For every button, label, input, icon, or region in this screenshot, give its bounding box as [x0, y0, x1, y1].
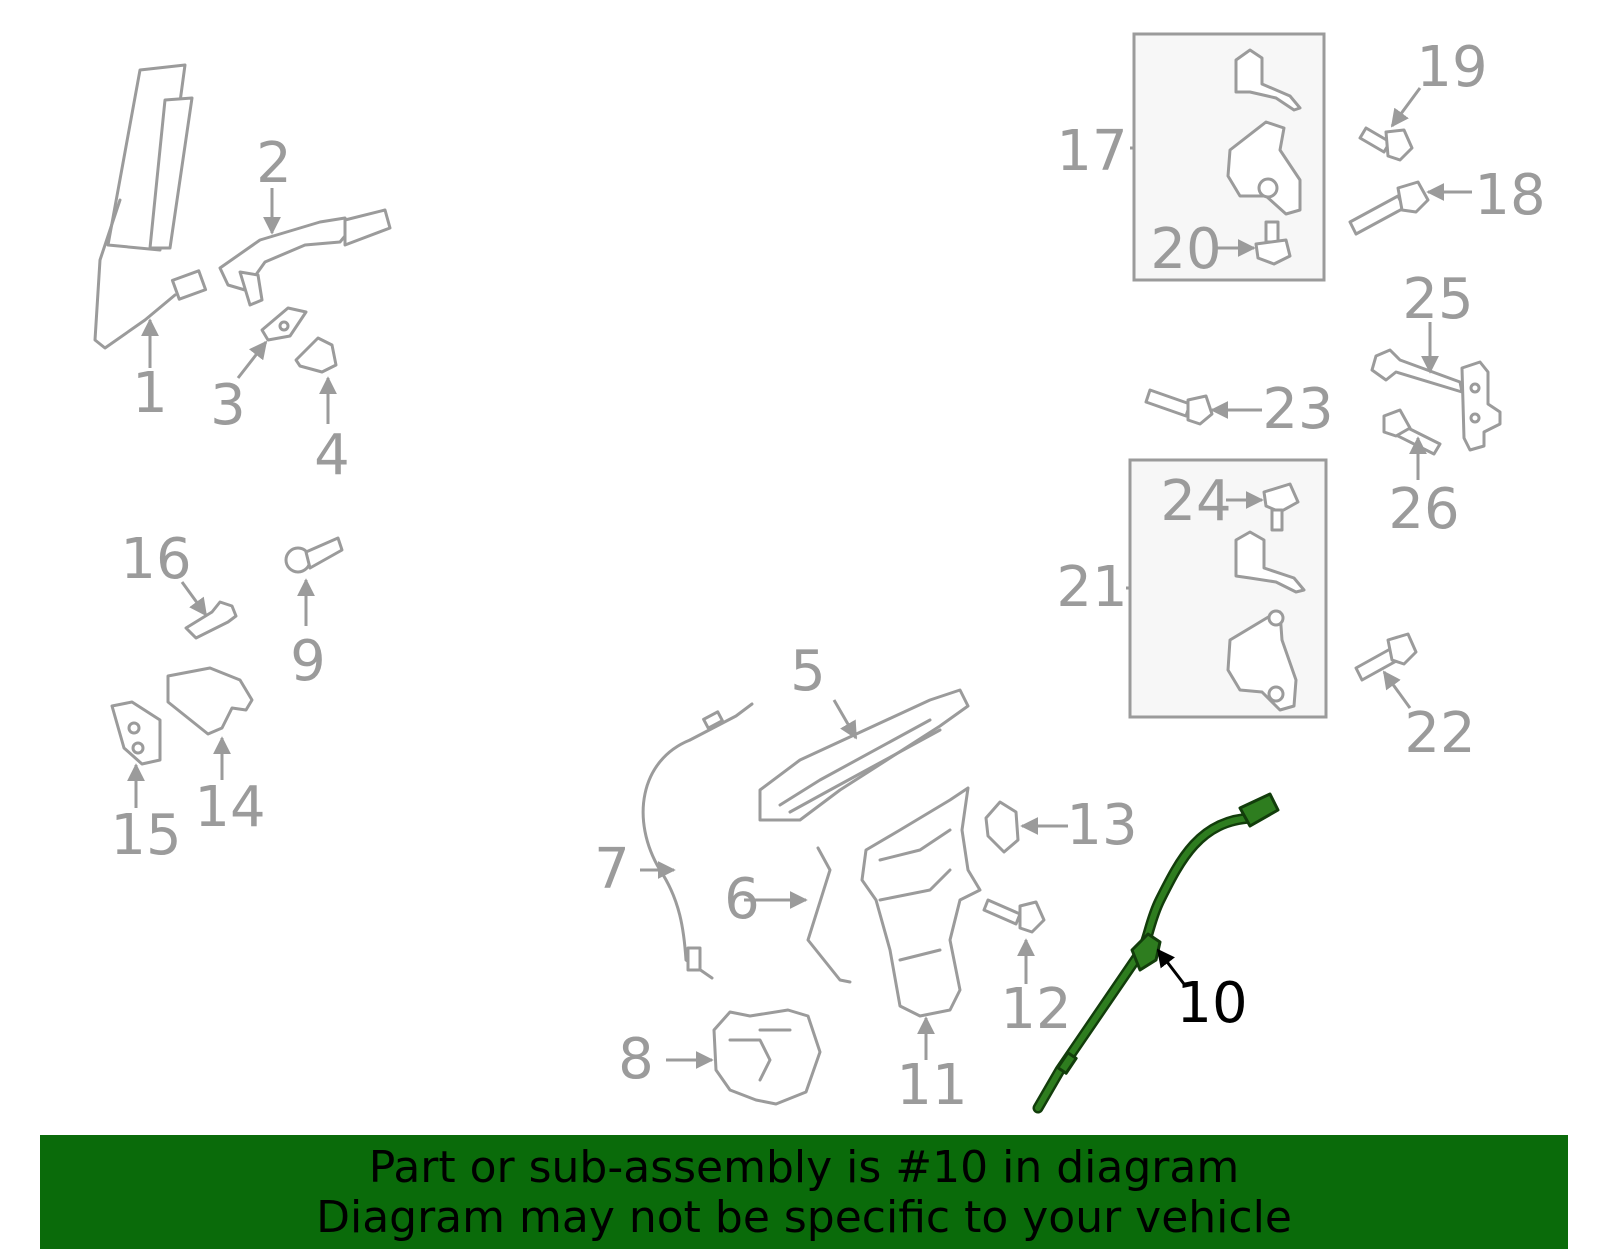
callout-15: 15	[110, 803, 181, 868]
part-15-gasket	[110, 700, 162, 766]
callout-12: 12	[1000, 977, 1071, 1042]
part-17-upper-hinge	[1226, 48, 1302, 216]
leaders	[127, 87, 1472, 1069]
part-24-bolt	[1262, 482, 1300, 532]
part-12-bolt	[982, 898, 1046, 934]
part-20-bolt	[1254, 220, 1292, 266]
part-11-latch-housing	[860, 786, 982, 1018]
callout-4: 4	[314, 423, 350, 488]
part-10-cable-highlighted	[1032, 792, 1280, 1114]
part-26-bolt	[1382, 408, 1442, 456]
callout-23: 23	[1262, 377, 1333, 442]
callout-25: 25	[1402, 267, 1473, 332]
part-3-handle-cap	[260, 306, 308, 342]
part-25-check-strap	[1370, 348, 1502, 452]
part-2-outside-handle	[218, 208, 392, 307]
part-6-rod	[806, 846, 852, 984]
callout-13: 13	[1066, 793, 1137, 858]
part-16-pin	[184, 600, 238, 640]
part-7-cable	[641, 702, 754, 980]
callout-16: 16	[120, 527, 191, 592]
callout-1: 1	[132, 361, 168, 426]
part-8-latch	[712, 1008, 822, 1106]
part-4-clip	[294, 336, 338, 374]
callout-14: 14	[194, 775, 265, 840]
part-1-window-channel	[93, 63, 208, 350]
part-5-latch-cover	[758, 688, 970, 822]
callout-3: 3	[210, 373, 246, 438]
banner-line-1: Part or sub-assembly is #10 in diagram	[368, 1142, 1240, 1193]
callout-6: 6	[724, 867, 760, 932]
callout-24: 24	[1160, 469, 1231, 534]
callout-22: 22	[1404, 701, 1475, 766]
part-13-clip	[984, 800, 1020, 854]
part-23-bolt	[1144, 388, 1214, 426]
callout-10-highlighted: 10	[1176, 971, 1247, 1036]
part-19-bolt	[1358, 126, 1414, 162]
callout-7: 7	[594, 837, 630, 902]
callout-17: 17	[1056, 119, 1127, 184]
part-22-bolt	[1354, 632, 1418, 682]
callout-26: 26	[1388, 477, 1459, 542]
callout-2: 2	[256, 131, 292, 196]
callouts: 1 2 3 4 5 6 7 8 9 10 11 12 13 14 15 16 1…	[110, 35, 1545, 1118]
callout-20: 20	[1150, 217, 1221, 282]
callout-5: 5	[790, 639, 826, 704]
part-14-bracket	[166, 666, 254, 736]
info-banner: Part or sub-assembly is #10 in diagram D…	[40, 1135, 1568, 1249]
part-9-screw	[284, 536, 344, 574]
callout-8: 8	[618, 1027, 654, 1092]
callout-19: 19	[1416, 35, 1487, 100]
banner-line-2: Diagram may not be specific to your vehi…	[316, 1192, 1292, 1243]
callout-11: 11	[896, 1053, 967, 1118]
callout-18: 18	[1474, 163, 1545, 228]
callout-9: 9	[290, 629, 326, 694]
part-21-lower-hinge	[1226, 530, 1306, 712]
part-18-bolt	[1348, 180, 1430, 236]
callout-21: 21	[1056, 555, 1127, 620]
